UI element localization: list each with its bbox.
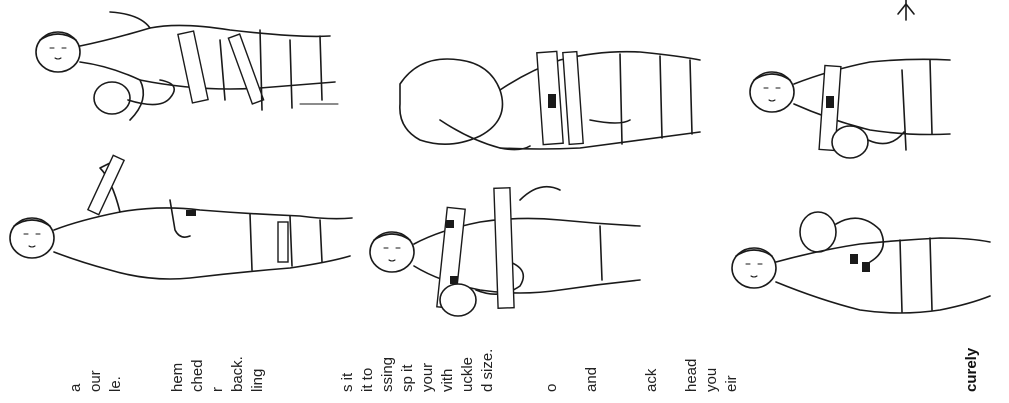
instruction-text-col2: hem ched r back. ling [169, 356, 266, 392]
step-baby-upright-hold-illustration [732, 212, 990, 313]
text-fragment: head [683, 359, 700, 392]
text-fragment: ssing [379, 357, 396, 392]
text-fragment: r [209, 387, 226, 392]
text-fragment: a [67, 383, 84, 392]
text-fragment: you [703, 368, 720, 392]
text-fragment: hem [169, 363, 186, 392]
text-fragment: eir [723, 375, 740, 392]
text-fragment: and [583, 367, 600, 392]
text-fragment-bold: curely [963, 347, 980, 392]
text-fragment: ack [643, 368, 660, 392]
text-fragment: uckle [459, 357, 476, 392]
step-waist-belt-attach-illustration [36, 12, 338, 120]
text-fragment: your [419, 363, 436, 392]
text-fragment: vith [439, 369, 456, 392]
text-fragment: it to [359, 368, 376, 392]
text-fragment: s it [339, 372, 356, 392]
text-fragment: d size. [479, 349, 496, 392]
text-fragment: our [87, 370, 104, 392]
step-baby-position-chest-illustration [494, 187, 560, 309]
step-final-tighten-illustration [750, 0, 950, 158]
step-belt-fasten-front-illustration [400, 51, 700, 149]
text-fragment: back. [229, 356, 246, 392]
instruction-text-col5: curely [963, 347, 980, 392]
step-strap-swing-back-illustration [10, 155, 352, 279]
text-fragment: le. [107, 376, 124, 392]
text-fragment: sp it [399, 364, 416, 392]
text-fragment: o [543, 384, 560, 392]
instruction-text-col3: s it it to ssing sp it your vith uckle d… [339, 349, 496, 392]
instruction-text-col4: o and ack head you eir [543, 359, 740, 392]
instruction-text-col1: a our le. [67, 370, 124, 392]
text-fragment: ched [189, 359, 206, 392]
text-fragment: ling [249, 369, 266, 392]
